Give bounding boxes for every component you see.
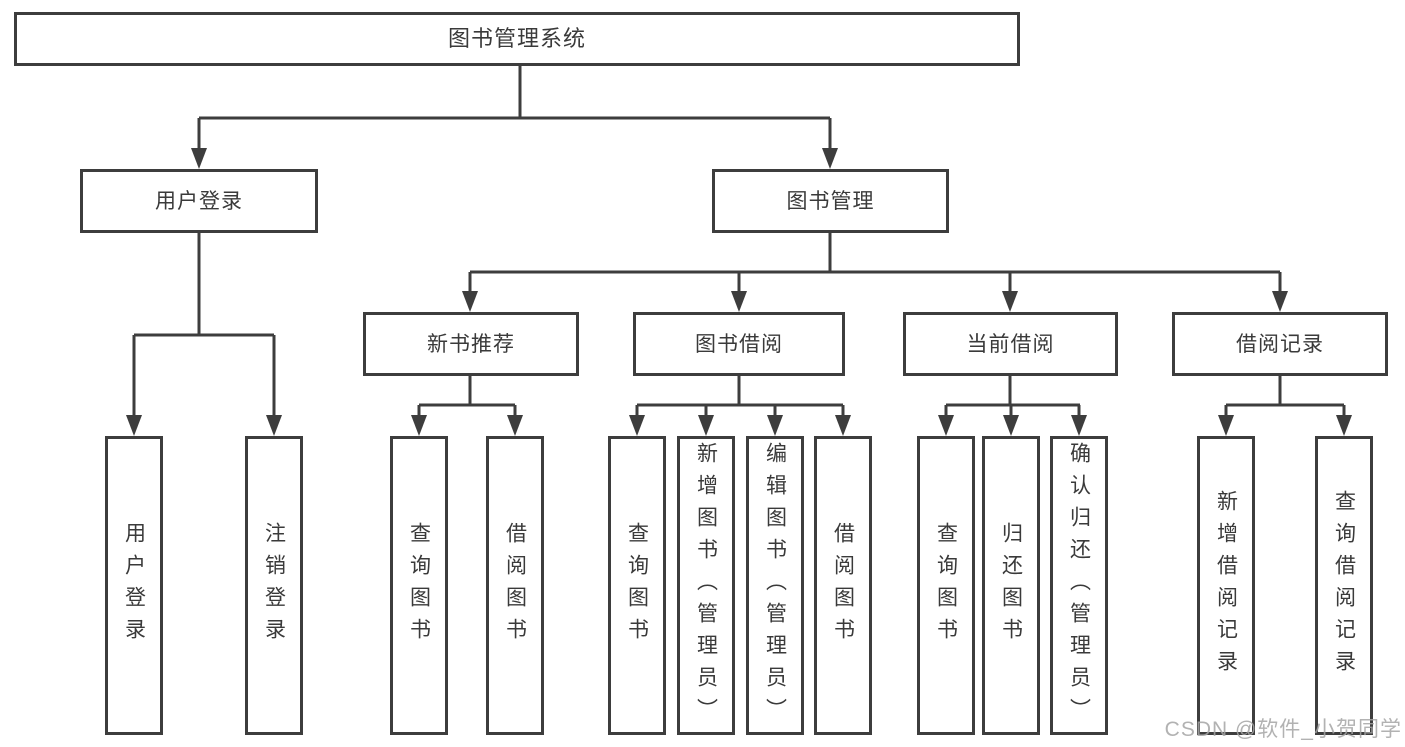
leaf-borrow-books: 借阅图书 [814, 436, 872, 735]
leaf-borrow-books-label: 借阅图书 [831, 521, 855, 650]
node-new-book-recommend: 新书推荐 [363, 312, 579, 376]
connector-root-to-level2 [191, 66, 838, 169]
node-current-borrowing-label: 当前借阅 [966, 332, 1055, 356]
connector-newrec-to-leaves [411, 376, 523, 436]
node-borrowing-records-label: 借阅记录 [1236, 332, 1324, 356]
node-current-borrowing: 当前借阅 [903, 312, 1118, 376]
leaf-logout: 注销登录 [245, 436, 303, 735]
csdn-watermark: CSDN @软件_小贺同学 [1164, 718, 1402, 741]
node-book-borrowing-label: 图书借阅 [695, 332, 783, 356]
leaf-borrow-books-recommend-label: 借阅图书 [503, 521, 527, 650]
leaf-user-login: 用户登录 [105, 436, 163, 735]
leaf-add-borrow-record: 新增借阅记录 [1197, 436, 1255, 735]
node-root-label: 图书管理系统 [447, 26, 586, 51]
leaf-edit-books-admin-label: 编辑图书（管理员） [763, 441, 787, 730]
connector-current-to-leaves [938, 376, 1087, 436]
leaf-confirm-return-admin: 确认归还（管理员） [1050, 436, 1108, 735]
leaf-return-books-label: 归还图书 [999, 521, 1023, 650]
connector-records-to-leaves [1218, 376, 1352, 436]
leaf-query-books-recommend: 查询图书 [390, 436, 448, 735]
leaf-return-books: 归还图书 [982, 436, 1040, 735]
leaf-confirm-return-admin-label: 确认归还（管理员） [1067, 441, 1091, 730]
leaf-logout-label: 注销登录 [262, 521, 286, 650]
leaf-query-borrow-record: 查询借阅记录 [1315, 436, 1373, 735]
leaf-add-books-admin: 新增图书（管理员） [677, 436, 735, 735]
leaf-user-login-label: 用户登录 [122, 521, 146, 650]
node-user-login-label: 用户登录 [155, 189, 243, 213]
leaf-query-books-current: 查询图书 [917, 436, 975, 735]
node-book-borrowing: 图书借阅 [633, 312, 845, 376]
leaf-add-borrow-record-label: 新增借阅记录 [1214, 489, 1238, 682]
leaf-query-books-recommend-label: 查询图书 [407, 521, 431, 650]
node-new-book-recommend-label: 新书推荐 [427, 332, 515, 356]
connector-borrow-to-leaves [629, 376, 851, 436]
node-book-management: 图书管理 [712, 169, 949, 233]
node-borrowing-records: 借阅记录 [1172, 312, 1388, 376]
leaf-query-books-borrow: 查询图书 [608, 436, 666, 735]
connector-userlogin-to-leaves [126, 233, 282, 436]
connector-bookmgmt-to-level3 [462, 233, 1288, 312]
leaf-query-borrow-record-label: 查询借阅记录 [1332, 489, 1356, 682]
leaf-query-books-borrow-label: 查询图书 [625, 521, 649, 650]
node-book-management-label: 图书管理 [786, 189, 875, 213]
leaf-query-books-current-label: 查询图书 [934, 521, 958, 650]
node-root-system: 图书管理系统 [14, 12, 1020, 66]
node-user-login: 用户登录 [80, 169, 318, 233]
leaf-borrow-books-recommend: 借阅图书 [486, 436, 544, 735]
leaf-edit-books-admin: 编辑图书（管理员） [746, 436, 804, 735]
leaf-add-books-admin-label: 新增图书（管理员） [694, 441, 718, 730]
